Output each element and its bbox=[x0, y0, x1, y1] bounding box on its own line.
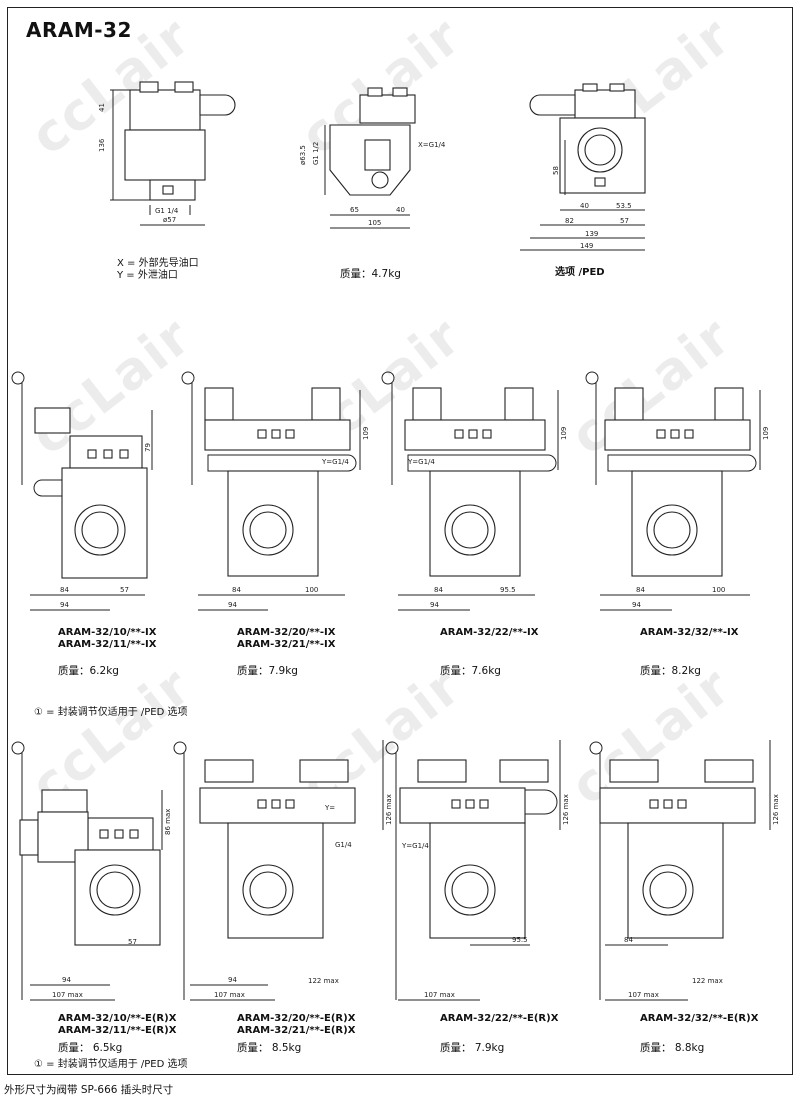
mass-b2: 质量： 8.5kg bbox=[237, 1042, 302, 1054]
valve-drawing-m3 bbox=[381, 371, 559, 611]
caption-ped: 选项 /PED bbox=[555, 267, 605, 278]
dim-41: 41 bbox=[98, 103, 106, 112]
note-ped-2: ① = 封装调节仅适用于 /PED 选项 bbox=[34, 1059, 188, 1070]
model-m4-a: ARAM-32/32/**-IX bbox=[640, 627, 739, 638]
dim-139: 139 bbox=[585, 230, 598, 238]
dim-109: 109 bbox=[560, 427, 568, 440]
dim-84: 84 bbox=[60, 586, 69, 594]
dim-107-max: 107 max bbox=[628, 991, 659, 999]
dim-84: 84 bbox=[624, 936, 633, 944]
dim-84: 84 bbox=[636, 586, 645, 594]
dim-95-5: 95.5 bbox=[512, 936, 528, 944]
model-m1-a: ARAM-32/10/**-IX bbox=[58, 627, 157, 638]
dim-107-max: 107 max bbox=[214, 991, 245, 999]
mass-m2: 质量：7.9kg bbox=[237, 665, 298, 677]
mass-b4: 质量： 8.8kg bbox=[640, 1042, 705, 1054]
dim-d63-5: ø63.5 bbox=[299, 145, 307, 165]
dim-94: 94 bbox=[62, 976, 71, 984]
dim-84: 84 bbox=[232, 586, 241, 594]
valve-drawing-b1 bbox=[11, 741, 163, 1001]
dim-y-port: Y=G1/4 bbox=[401, 842, 429, 850]
model-b3-a: ARAM-32/22/**-E(R)X bbox=[440, 1013, 559, 1024]
dim-40: 40 bbox=[396, 206, 405, 214]
valve-front-view-2 bbox=[324, 87, 416, 229]
model-m2-a: ARAM-32/20/**-IX bbox=[237, 627, 336, 638]
dim-57: 57 bbox=[120, 586, 129, 594]
dim-107-max: 107 max bbox=[424, 991, 455, 999]
dim-84: 84 bbox=[434, 586, 443, 594]
mass-m1: 质量：6.2kg bbox=[58, 665, 119, 677]
valve-side-view-1 bbox=[110, 81, 236, 226]
valve-ped-view-3 bbox=[520, 83, 646, 251]
drawing-sheet bbox=[7, 7, 793, 1075]
model-b4-a: ARAM-32/32/**-E(R)X bbox=[640, 1013, 759, 1024]
dim-g1-1-4: G1 1/4 bbox=[155, 207, 179, 215]
mass-m3: 质量：7.6kg bbox=[440, 665, 501, 677]
model-b2-a: ARAM-32/20/**-E(R)X bbox=[237, 1013, 356, 1024]
model-m3-a: ARAM-32/22/**-IX bbox=[440, 627, 539, 638]
dim-100: 100 bbox=[305, 586, 318, 594]
dim-109: 109 bbox=[362, 427, 370, 440]
dim-y: Y= bbox=[324, 804, 335, 812]
dim-94: 94 bbox=[228, 976, 237, 984]
dim-94: 94 bbox=[632, 601, 641, 609]
dim-94: 94 bbox=[228, 601, 237, 609]
dim-105: 105 bbox=[368, 219, 381, 227]
mass-m4: 质量：8.2kg bbox=[640, 665, 701, 677]
model-m1-b: ARAM-32/11/**-IX bbox=[58, 639, 157, 650]
legend-x: X = 外部先导油口 bbox=[117, 258, 199, 269]
dim-149: 149 bbox=[580, 242, 593, 250]
dim-136: 136 bbox=[98, 138, 106, 152]
model-m2-b: ARAM-32/21/**-IX bbox=[237, 639, 336, 650]
dim-107-max: 107 max bbox=[52, 991, 83, 999]
dim-109: 109 bbox=[762, 427, 770, 440]
note-ped-1: ① = 封装调节仅适用于 /PED 选项 bbox=[34, 707, 188, 718]
model-b2-b: ARAM-32/21/**-E(R)X bbox=[237, 1025, 356, 1036]
page-title: ARAM-32 bbox=[26, 18, 132, 42]
mass-b1: 质量： 6.5kg bbox=[58, 1042, 123, 1054]
valve-drawing-m2 bbox=[181, 371, 361, 611]
dim-57: 57 bbox=[620, 217, 629, 225]
dim-122-max: 122 max bbox=[692, 977, 723, 985]
dim-65: 65 bbox=[350, 206, 359, 214]
dim-40: 40 bbox=[580, 202, 589, 210]
dim-82: 82 bbox=[565, 217, 574, 225]
dim-d57: ø57 bbox=[163, 216, 176, 224]
mass-b3: 质量： 7.9kg bbox=[440, 1042, 505, 1054]
dim-g1-1-2: G1 1/2 bbox=[312, 142, 320, 165]
valve-drawing-m4 bbox=[585, 371, 761, 611]
valve-drawing-b3 bbox=[385, 740, 561, 1001]
footer-note: 外形尺寸为阀带 SP-666 插头时尺寸 bbox=[4, 1084, 174, 1096]
legend-y: Y = 外泄油口 bbox=[117, 270, 178, 281]
dim-y-port: Y=G1/4 bbox=[407, 458, 435, 466]
dim-g1-4: G1/4 bbox=[335, 841, 352, 849]
dim-94: 94 bbox=[60, 601, 69, 609]
dim-58: 58 bbox=[552, 166, 560, 175]
mass-top-2: 质量：4.7kg bbox=[340, 268, 401, 280]
model-b1-b: ARAM-32/11/**-E(R)X bbox=[58, 1025, 177, 1036]
dim-100: 100 bbox=[712, 586, 725, 594]
dim-x-port: X=G1/4 bbox=[418, 141, 446, 149]
dim-y-port: Y=G1/4 bbox=[321, 458, 349, 466]
dim-53-5: 53.5 bbox=[616, 202, 632, 210]
model-b1-a: ARAM-32/10/**-E(R)X bbox=[58, 1013, 177, 1024]
valve-drawing-m1 bbox=[11, 371, 153, 611]
dim-126-max: 126 max bbox=[562, 794, 570, 825]
valve-drawing-b2 bbox=[173, 740, 384, 1001]
dim-57: 57 bbox=[128, 938, 137, 946]
dim-79: 79 bbox=[144, 443, 152, 452]
dim-95-5: 95.5 bbox=[500, 586, 516, 594]
dim-126-max: 126 max bbox=[772, 794, 780, 825]
dim-122-max: 122 max bbox=[308, 977, 339, 985]
dim-86-max: 86 max bbox=[164, 809, 172, 835]
valve-drawing-b4 bbox=[589, 740, 771, 1001]
dim-94: 94 bbox=[430, 601, 439, 609]
dim-126-max: 126 max bbox=[385, 794, 393, 825]
